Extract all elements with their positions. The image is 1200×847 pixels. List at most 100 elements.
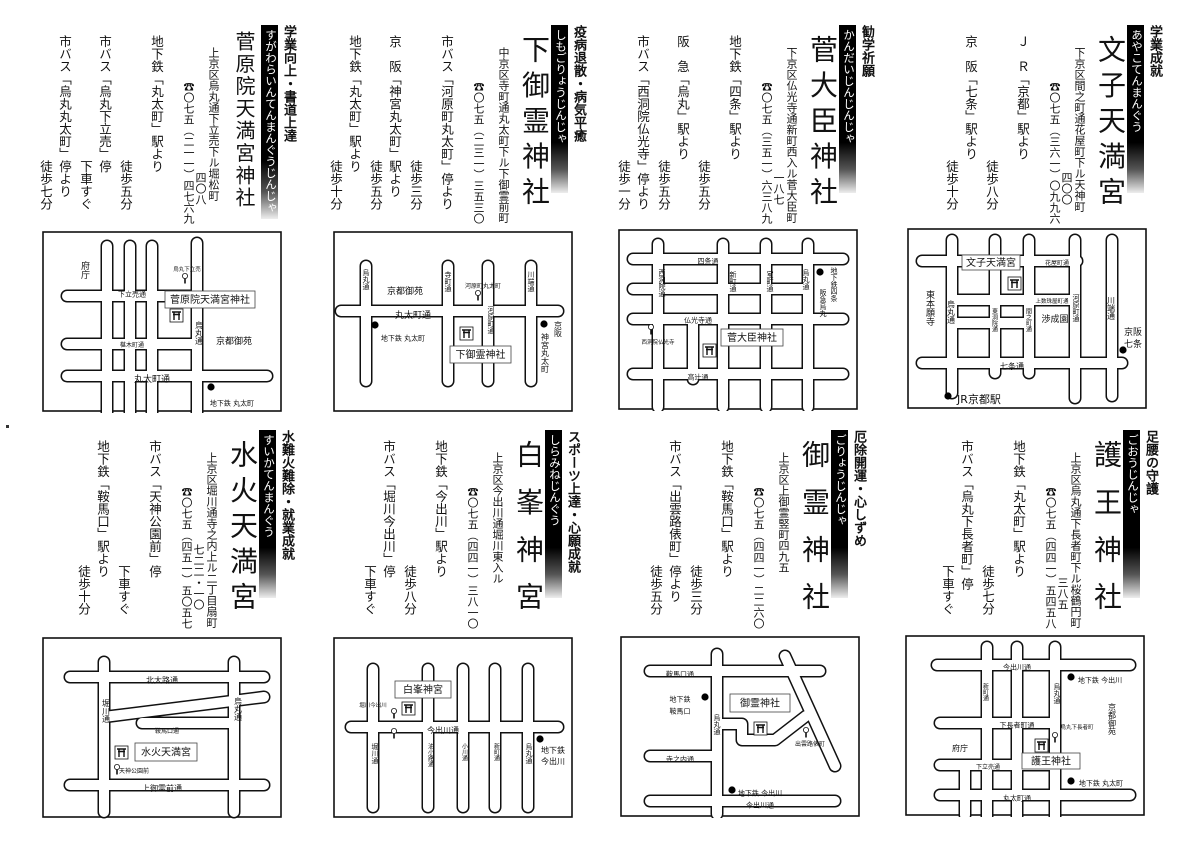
bus-stop-pole xyxy=(184,278,186,284)
benefit-category: 水難火難除・就業成就 xyxy=(279,430,294,560)
access-line: 市バス「烏丸丸太町」停より xyxy=(57,35,72,198)
access-map: 文子天満宮花屋町通上数珠屋町通東本願寺烏丸通東洞院通間之町通渉成園河原町通川端通… xyxy=(907,228,1147,409)
shrine-info-7: 水難火難除・就業成就すいかてんまんぐう水火天満宮上京区堀川通寺之内上ル二丁目扇町… xyxy=(0,430,294,629)
access-line: 市バス「河原町丸太町」停より xyxy=(439,35,454,210)
access-map: 白峯神宮堀川今出川今出川通堀川通油小路通小川通新町通烏丸通地下鉄今出川 xyxy=(333,637,573,818)
map-label: 天神公園前 xyxy=(119,767,149,775)
bus-stop-icon xyxy=(391,708,398,719)
bus-stop-icon xyxy=(647,324,654,335)
map-label: 京阪 xyxy=(554,320,563,338)
map-label: 地下鉄 xyxy=(670,694,691,703)
scan-mark xyxy=(6,425,9,428)
map-label: 地下鉄 今出川 xyxy=(738,788,782,797)
shrine-info-4: 足腰の守護ごおうじんじゃ護王神社上京区烏丸通下長者町下ル桜鶴円町三八五☎〇七五（… xyxy=(858,430,1158,629)
map-label: 丸太町通 xyxy=(395,309,431,321)
shrine-name: 水火天満宮 xyxy=(226,440,259,610)
bus-stop-sign xyxy=(474,290,481,297)
map-label: 渉成園 xyxy=(1041,313,1068,325)
benefit-category: 勧学祈願 xyxy=(859,25,874,77)
map-label: 東洞院通 xyxy=(991,307,998,333)
shrine-info-5: 厄除開運・心しずめごりょうじんじゃ御霊神社上京区上御霊竪町四九五☎〇七五（四四一… xyxy=(566,430,866,629)
access-time: 徒歩七分 xyxy=(980,565,995,615)
map-label: 室町通 xyxy=(766,270,774,293)
address-number: 四〇〇 xyxy=(1060,172,1073,205)
furigana-bar: ごりょうじんじゃ xyxy=(831,430,848,598)
access-time: 下車すぐ xyxy=(116,565,131,615)
shrine-label-box xyxy=(164,290,256,309)
access-line: 京 阪「七条」駅より xyxy=(963,35,978,160)
map-label: 堀川今出川 xyxy=(359,701,387,709)
map-label: 小川通 xyxy=(461,742,468,762)
access-line: 市バス「出雲路俵町」停より xyxy=(667,440,682,603)
access-time: 徒歩十分 xyxy=(76,565,91,615)
shrine-info-6: スポーツ上達・心願成就しらみねじんぐう白峯神宮上京区今出川通堀川東入ル☎〇七五（… xyxy=(280,430,580,629)
shrine-name: 菅原院天満宮神社 xyxy=(232,31,256,207)
map-label: 仏光寺通 xyxy=(684,315,712,324)
map-label: 京阪 xyxy=(1124,326,1142,338)
torii-glyph xyxy=(705,346,714,355)
address: 中京区寺町通丸太町下ル下御霊前町 xyxy=(497,47,510,223)
map-label: 河原町通 xyxy=(1072,294,1080,323)
address: 下京区間之町通花屋町下ル天神町 xyxy=(1073,47,1086,212)
benefit-category: 厄除開運・心しずめ xyxy=(851,430,866,547)
map-label: 京都御苑 xyxy=(387,285,423,297)
torii-icon xyxy=(401,701,416,716)
access-time: 徒歩五分 xyxy=(118,160,133,210)
map-label: 烏丸通 xyxy=(713,713,721,736)
map-label: 今出川 xyxy=(541,756,565,766)
bus-stop-icon xyxy=(1051,732,1058,743)
map-label: 河原町丸太町 xyxy=(465,282,501,290)
phone-number: ☎〇七五（二一一）四七六九 xyxy=(182,81,195,224)
address: 上京区上御霊竪町四九五 xyxy=(777,452,790,573)
map-label: 間之町通 xyxy=(1025,308,1032,333)
station-dot-icon xyxy=(371,321,379,329)
map-label: 阪急烏丸 xyxy=(819,288,827,318)
map-label: 堀川通 xyxy=(371,742,379,765)
access-line: 市バス「烏丸下立売」停 xyxy=(97,35,112,173)
map-label: 新町通 xyxy=(729,270,737,293)
access-line: 地下鉄「丸太町」駅より xyxy=(347,35,362,173)
shrine-label: 下御霊神社 xyxy=(456,348,506,361)
map-label: 高辻通 xyxy=(688,372,709,381)
map-label: 東本願寺 xyxy=(924,289,935,326)
torii-frame xyxy=(459,326,474,341)
map-label: 新町通 xyxy=(493,742,500,762)
torii-icon xyxy=(169,308,184,323)
access-time: 徒歩五分 xyxy=(648,565,663,615)
access-map: 水火天満宮北大路通堀川通烏丸通鞍馬口通天神公園前上御霊前通 xyxy=(42,637,282,819)
torii-icon xyxy=(114,745,129,760)
torii-icon xyxy=(753,721,768,736)
torii-icon xyxy=(1007,276,1022,291)
map-label: 地下鉄四条 xyxy=(830,266,838,302)
access-map: 菅原院天満宮神社府庁烏丸下立売下立売通烏丸通京都御苑椹木町通丸太町通地下鉄 丸太… xyxy=(42,231,282,413)
map-label: 上御霊前通 xyxy=(142,783,182,793)
access-line: 市バス「烏丸下長者町」停 xyxy=(959,440,974,590)
torii-glyph xyxy=(1037,741,1046,750)
map-label: 烏丸通 xyxy=(947,299,956,325)
phone-number: ☎〇七五（四四一）二二六〇 xyxy=(752,486,765,629)
access-time: 徒歩五分 xyxy=(696,160,711,210)
benefit-category: 学業向上・書道上達 xyxy=(281,25,296,142)
bus-stop-sign xyxy=(181,273,188,280)
map-label: 下長者町通 xyxy=(1000,720,1035,729)
torii-icon xyxy=(702,343,717,358)
torii-icon xyxy=(1034,738,1049,753)
phone-number: ☎〇七五（二三一）三五三〇 xyxy=(472,81,485,224)
bus-stop-icon xyxy=(474,290,481,301)
map-label: 寺之内通 xyxy=(666,754,694,763)
access-line: 阪 急「烏丸」駅より xyxy=(675,35,690,160)
phone-number: ☎〇七五（三六一）〇九九六 xyxy=(1048,81,1061,224)
furigana-bar: すがわらいんてんまんぐうじんじゃ xyxy=(261,25,278,219)
map-label: 鞍馬口通 xyxy=(155,727,179,735)
access-line: 地下鉄「丸太町」駅より xyxy=(149,35,164,173)
torii-glyph xyxy=(462,329,471,338)
access-line: 地下鉄「鞍馬口」駅より xyxy=(95,440,110,578)
access-time: 徒歩三分 xyxy=(408,160,423,210)
map-label: 府庁 xyxy=(79,260,90,279)
furigana-bar: あやこてんまんぐう xyxy=(1127,25,1144,193)
map-label: 上数珠屋町通 xyxy=(1035,297,1069,305)
road xyxy=(99,692,269,722)
shrine-label-box xyxy=(449,345,512,364)
station-dot-icon xyxy=(728,786,736,794)
